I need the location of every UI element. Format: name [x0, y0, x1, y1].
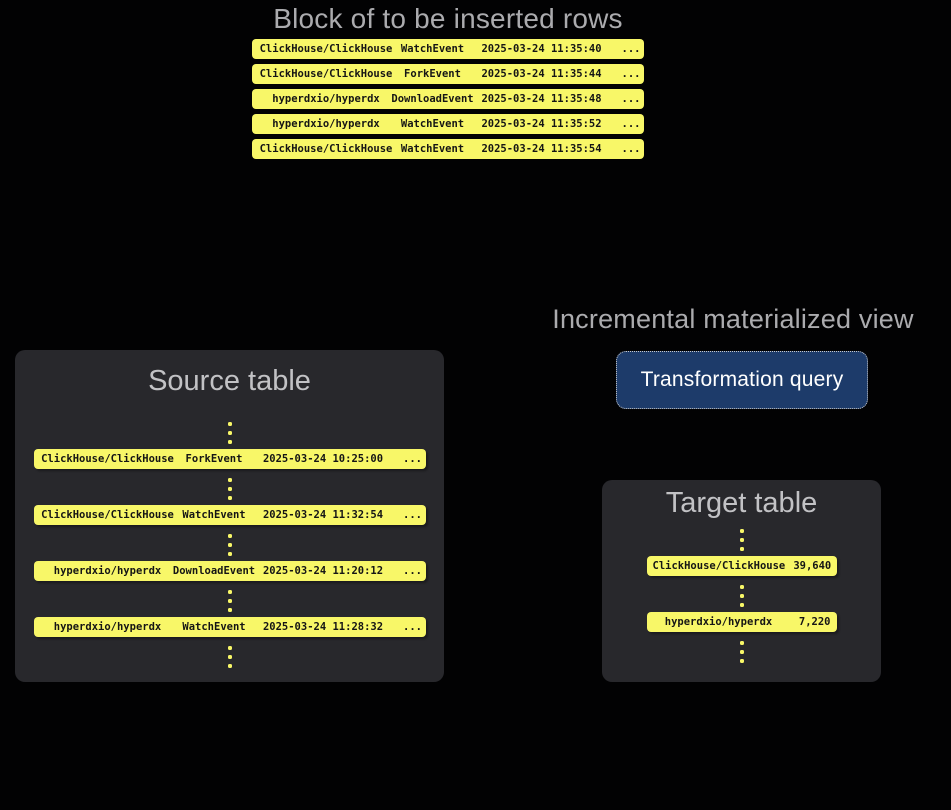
- transformation-query-label: Transformation query: [640, 368, 844, 391]
- repo-cell: ClickHouse/ClickHouse: [652, 560, 786, 572]
- table-row: hyperdxio/hyperdx 7,220: [646, 612, 837, 632]
- repo-cell: ClickHouse/ClickHouse: [259, 143, 393, 155]
- source-table-title: Source table: [148, 365, 311, 397]
- ellipsis-cell: ...: [621, 43, 641, 55]
- vertical-ellipsis-dots: [227, 587, 232, 614]
- source-table-card: Source table ClickHouse/ClickHouse ForkE…: [15, 350, 444, 682]
- vertical-ellipsis-dots: [227, 643, 232, 670]
- repo-cell: hyperdxio/hyperdx: [272, 93, 380, 105]
- vertical-ellipsis-dots: [227, 419, 232, 446]
- repo-cell: ClickHouse/ClickHouse: [41, 509, 174, 521]
- table-row: ClickHouse/ClickHouse WatchEvent 2025-03…: [252, 139, 644, 159]
- timestamp-cell: 2025-03-24 11:35:52: [481, 118, 602, 130]
- table-row: ClickHouse/ClickHouse ForkEvent 2025-03-…: [252, 64, 644, 84]
- event-cell: WatchEvent: [400, 143, 465, 155]
- event-cell: ForkEvent: [404, 68, 461, 80]
- timestamp-cell: 2025-03-24 11:20:12: [262, 565, 384, 577]
- table-row: hyperdxio/hyperdx WatchEvent 2025-03-24 …: [252, 114, 644, 134]
- repo-cell: hyperdxio/hyperdx: [272, 118, 380, 130]
- table-row: ClickHouse/ClickHouse WatchEvent 2025-03…: [252, 39, 644, 59]
- event-cell: WatchEvent: [400, 43, 465, 55]
- repo-cell: ClickHouse/ClickHouse: [259, 68, 393, 80]
- insert-block-title: Block of to be inserted rows: [273, 3, 623, 34]
- materialized-view-title: Incremental materialized view: [552, 304, 914, 334]
- ellipsis-cell: ...: [403, 621, 422, 633]
- insert-block-rows: ClickHouse/ClickHouse WatchEvent 2025-03…: [252, 39, 644, 164]
- ellipsis-cell: ...: [621, 118, 641, 130]
- timestamp-cell: 2025-03-24 11:32:54: [262, 509, 384, 521]
- ellipsis-cell: ...: [621, 68, 641, 80]
- table-row: hyperdxio/hyperdx DownloadEvent 2025-03-…: [33, 561, 426, 581]
- table-row: hyperdxio/hyperdx DownloadEvent 2025-03-…: [252, 89, 644, 109]
- event-cell: DownloadEvent: [172, 565, 256, 577]
- target-table-title: Target table: [665, 487, 818, 519]
- table-row: ClickHouse/ClickHouse 39,640: [646, 556, 837, 576]
- ellipsis-cell: ...: [621, 93, 641, 105]
- ellipsis-cell: ...: [621, 143, 641, 155]
- timestamp-cell: 2025-03-24 11:35:54: [481, 143, 602, 155]
- vertical-ellipsis-dots: [739, 582, 744, 609]
- table-row: ClickHouse/ClickHouse ForkEvent 2025-03-…: [33, 449, 426, 469]
- event-cell: DownloadEvent: [391, 93, 474, 105]
- transformation-query-button: Transformation query: [616, 351, 868, 409]
- timestamp-cell: 2025-03-24 11:35:40: [481, 43, 602, 55]
- vertical-ellipsis-dots: [739, 638, 744, 665]
- repo-cell: hyperdxio/hyperdx: [664, 616, 773, 628]
- vertical-ellipsis-dots: [227, 531, 232, 558]
- event-cell: ForkEvent: [185, 453, 243, 465]
- event-cell: WatchEvent: [400, 118, 465, 130]
- timestamp-cell: 2025-03-24 11:28:32: [262, 621, 384, 633]
- ellipsis-cell: ...: [403, 565, 422, 577]
- event-cell: WatchEvent: [182, 509, 246, 521]
- repo-cell: ClickHouse/ClickHouse: [259, 43, 393, 55]
- repo-cell: ClickHouse/ClickHouse: [41, 453, 174, 465]
- count-cell: 7,220: [798, 616, 831, 628]
- timestamp-cell: 2025-03-24 10:25:00: [262, 453, 384, 465]
- timestamp-cell: 2025-03-24 11:35:48: [481, 93, 602, 105]
- vertical-ellipsis-dots: [227, 475, 232, 502]
- target-table-card: Target table ClickHouse/ClickHouse 39,64…: [602, 480, 881, 682]
- table-row: hyperdxio/hyperdx WatchEvent 2025-03-24 …: [33, 617, 426, 637]
- timestamp-cell: 2025-03-24 11:35:44: [481, 68, 602, 80]
- table-row: ClickHouse/ClickHouse WatchEvent 2025-03…: [33, 505, 426, 525]
- event-cell: WatchEvent: [182, 621, 246, 633]
- ellipsis-cell: ...: [403, 509, 422, 521]
- count-cell: 39,640: [793, 560, 832, 572]
- repo-cell: hyperdxio/hyperdx: [53, 565, 162, 577]
- ellipsis-cell: ...: [403, 453, 422, 465]
- vertical-ellipsis-dots: [739, 526, 744, 553]
- repo-cell: hyperdxio/hyperdx: [53, 621, 162, 633]
